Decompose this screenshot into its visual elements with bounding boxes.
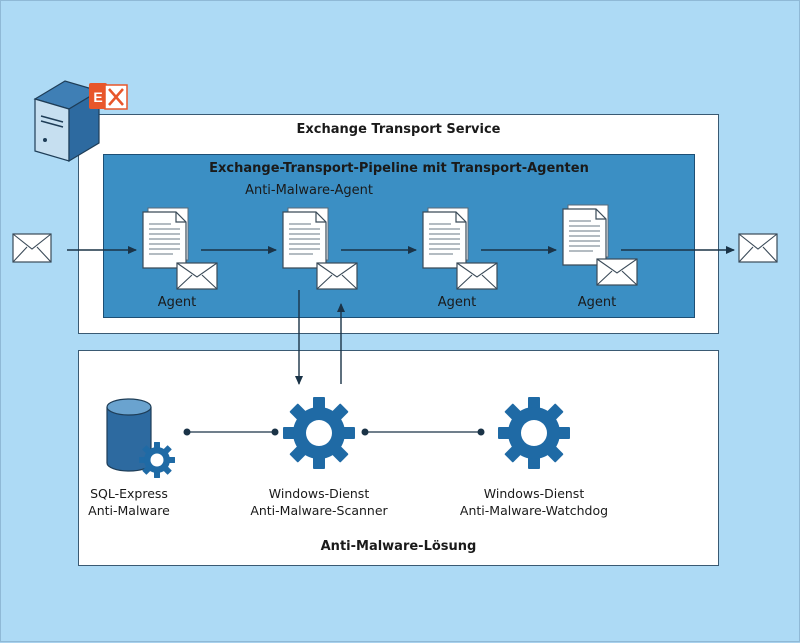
connector-dots bbox=[183, 428, 485, 436]
agent-2-anti-malware bbox=[282, 207, 358, 290]
gear-icon bbox=[139, 442, 175, 478]
watchdog-line2: Anti-Malware-Watchdog bbox=[459, 503, 609, 518]
agent-4 bbox=[562, 204, 638, 286]
sql-express-line1: SQL-Express bbox=[90, 486, 168, 501]
scanner-label: Windows-Dienst Anti-Malware-Scanner bbox=[239, 485, 399, 519]
gear-icon bbox=[498, 397, 570, 469]
database-icon bbox=[106, 398, 175, 478]
mail-envelope-icon bbox=[596, 258, 638, 286]
agent-1 bbox=[142, 207, 218, 290]
document-icon bbox=[422, 207, 469, 269]
agent-4-label: Agent bbox=[577, 295, 617, 310]
mail-envelope-icon bbox=[738, 233, 778, 263]
watchdog-line1: Windows-Dienst bbox=[483, 486, 585, 501]
agent-3-label: Agent bbox=[437, 295, 477, 310]
mail-envelope-icon bbox=[316, 262, 358, 290]
solution-title: Anti-Malware-Lösung bbox=[320, 539, 477, 554]
agent-3 bbox=[422, 207, 498, 290]
document-icon bbox=[282, 207, 329, 269]
watchdog-label: Windows-Dienst Anti-Malware-Watchdog bbox=[444, 485, 624, 519]
sql-express-line2: Anti-Malware bbox=[88, 503, 170, 518]
mail-envelope-icon bbox=[176, 262, 218, 290]
svg-text:E: E bbox=[93, 89, 102, 105]
flow-arrows bbox=[67, 246, 735, 385]
agent-1-label: Agent bbox=[157, 295, 197, 310]
pipeline-title: Exchange-Transport-Pipeline mit Transpor… bbox=[209, 161, 589, 176]
transport-service-title: Exchange Transport Service bbox=[296, 122, 501, 137]
sql-express-label: SQL-Express Anti-Malware bbox=[69, 485, 189, 519]
mail-envelope-icon bbox=[12, 233, 52, 263]
anti-malware-solution-box bbox=[78, 350, 719, 566]
document-icon bbox=[142, 207, 189, 269]
exchange-logo-icon: E bbox=[89, 83, 128, 110]
gear-icon bbox=[283, 397, 355, 469]
document-icon bbox=[562, 204, 609, 266]
anti-malware-agent-label: Anti-Malware-Agent bbox=[245, 183, 373, 198]
scanner-line2: Anti-Malware-Scanner bbox=[250, 503, 388, 518]
scanner-line1: Windows-Dienst bbox=[268, 486, 370, 501]
mail-envelope-icon bbox=[456, 262, 498, 290]
